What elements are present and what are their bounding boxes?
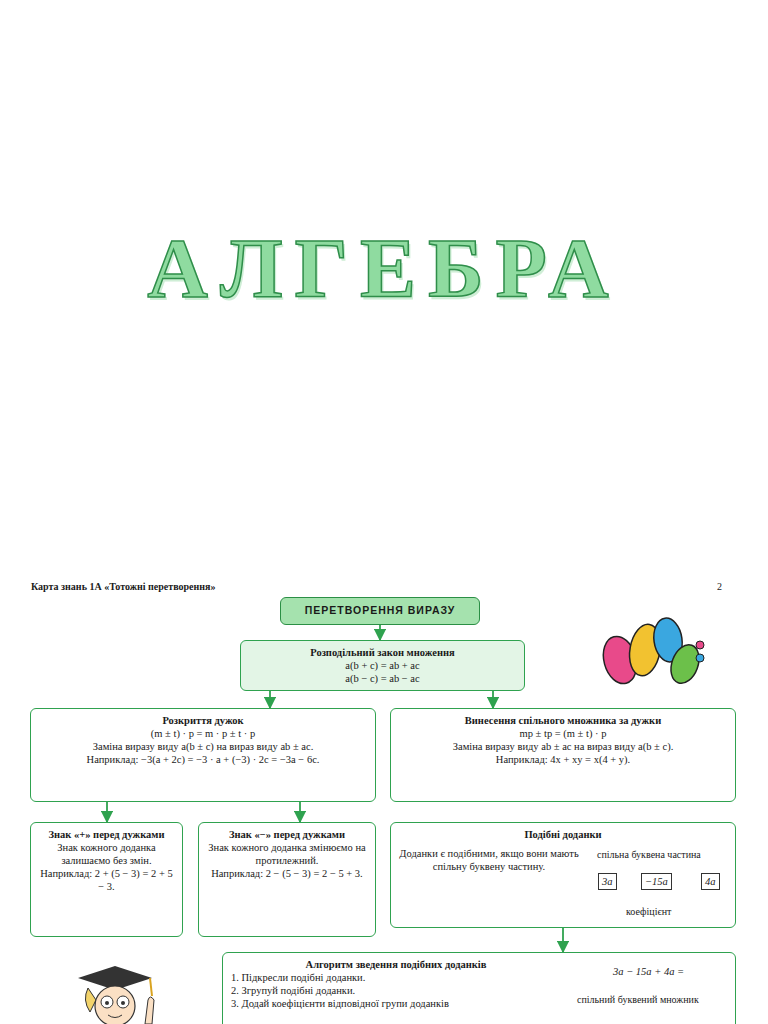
box-heading: Знак «−» перед дужками	[207, 828, 367, 841]
heading-box: ПЕРЕТВОРЕННЯ ВИРАЗУ	[280, 597, 480, 625]
box-text: mp ± tp = (m ± t) · p	[399, 727, 727, 740]
box-text: Наприклад: 2 − (5 − 3) = 2 − 5 + 3.	[207, 867, 367, 880]
flow-arrow	[269, 691, 271, 708]
algorithm-box: Алгоритм зведення подібних доданків1. Пі…	[222, 952, 736, 1024]
box-heading: Розподільний закон множення	[249, 646, 516, 659]
box-text: (m ± t) · p = m · p ± t · p	[39, 727, 367, 740]
box-text: Наприклад: 4x + xy = x(4 + y).	[399, 753, 727, 766]
rule-box: Знак «−» перед дужкамиЗнак кожного додан…	[198, 822, 376, 937]
callout-label: коефіцієнт	[625, 905, 672, 918]
term-box: 4a	[701, 873, 720, 890]
rule-box: Розподільний закон множенняa(b + c) = ab…	[240, 640, 525, 691]
title: АЛГЕБРА	[0, 220, 768, 317]
box-heading: Знак «+» перед дужками	[39, 828, 174, 841]
glasses	[117, 996, 129, 1008]
glasses	[101, 996, 113, 1008]
box-text: 4a	[705, 875, 716, 888]
flow-arrow	[106, 802, 108, 822]
box-text: Заміна виразу виду a(b ± c) на вираз вид…	[39, 740, 367, 753]
callout-label: спільна буквена частина	[596, 848, 702, 861]
box-text: 3. Додай коефіцієнти відповідної групи д…	[231, 997, 561, 1010]
eye	[121, 1001, 125, 1005]
box-text: Доданки є подібними, якщо вони мають спі…	[399, 847, 579, 873]
rule-box: Знак «+» перед дужкамиЗнак кожного додан…	[30, 822, 183, 937]
process-box: Розкриття дужок(m ± t) · p = m · p ± t ·…	[30, 708, 376, 802]
box-text: 3a	[602, 875, 613, 888]
box-text: Заміна виразу виду ab ± ac на вираз виду…	[399, 740, 727, 753]
box-text: a(b + c) = ab + ac	[249, 659, 516, 672]
box-text: ПЕРЕТВОРЕННЯ ВИРАЗУ	[289, 604, 471, 617]
numbers-illustration	[598, 616, 704, 687]
box-text: 1. Підкресли подібні доданки.	[231, 971, 561, 984]
face	[95, 986, 135, 1024]
page-number: 2	[716, 580, 723, 593]
term-box: 3a	[598, 873, 617, 890]
callout-label: спільний буквений множник	[576, 993, 700, 1006]
formula-label: 3a − 15a + 4a =	[612, 965, 685, 978]
box-text: 2. Згрупуй подібні доданки.	[231, 984, 561, 997]
professor-illustration	[78, 966, 154, 1024]
definition-box: Подібні доданкиДоданки є подібними, якщо…	[390, 822, 736, 928]
box-text: Знак кожного доданка залишаємо без змін.	[39, 841, 174, 867]
raised-finger	[145, 997, 154, 1024]
page-header: Карта знань 1А «Тотожні перетворення»	[30, 580, 216, 593]
box-text: a(b − c) = ab − ac	[249, 672, 516, 685]
term-box: −15a	[641, 873, 672, 890]
figure-dot	[696, 641, 704, 649]
figure-blob	[666, 641, 704, 687]
box-heading: Подібні доданки	[399, 828, 727, 841]
flow-arrow	[562, 928, 564, 952]
flow-arrow	[379, 625, 381, 640]
hair	[85, 988, 96, 1012]
flow-arrow	[492, 691, 494, 708]
tassel	[150, 978, 152, 996]
flow-arrow	[299, 802, 301, 822]
process-box: Винесення спільного множника за дужкиmp …	[390, 708, 736, 802]
box-text: −15a	[645, 875, 668, 888]
box-text: Наприклад: 2 + (5 − 3) = 2 + 5 − 3.	[39, 867, 174, 893]
figure-dot	[696, 654, 704, 662]
box-heading: Розкриття дужок	[39, 714, 367, 727]
box-text: Знак кожного доданка змінюємо на протиле…	[207, 841, 367, 867]
box-text: Наприклад: −3(a + 2c) = −3 · a + (−3) · …	[39, 753, 367, 766]
box-heading: Алгоритм зведення подібних доданків	[231, 958, 561, 971]
box-heading: Винесення спільного множника за дужки	[399, 714, 727, 727]
eye	[105, 1001, 109, 1005]
mouth	[108, 1015, 122, 1018]
